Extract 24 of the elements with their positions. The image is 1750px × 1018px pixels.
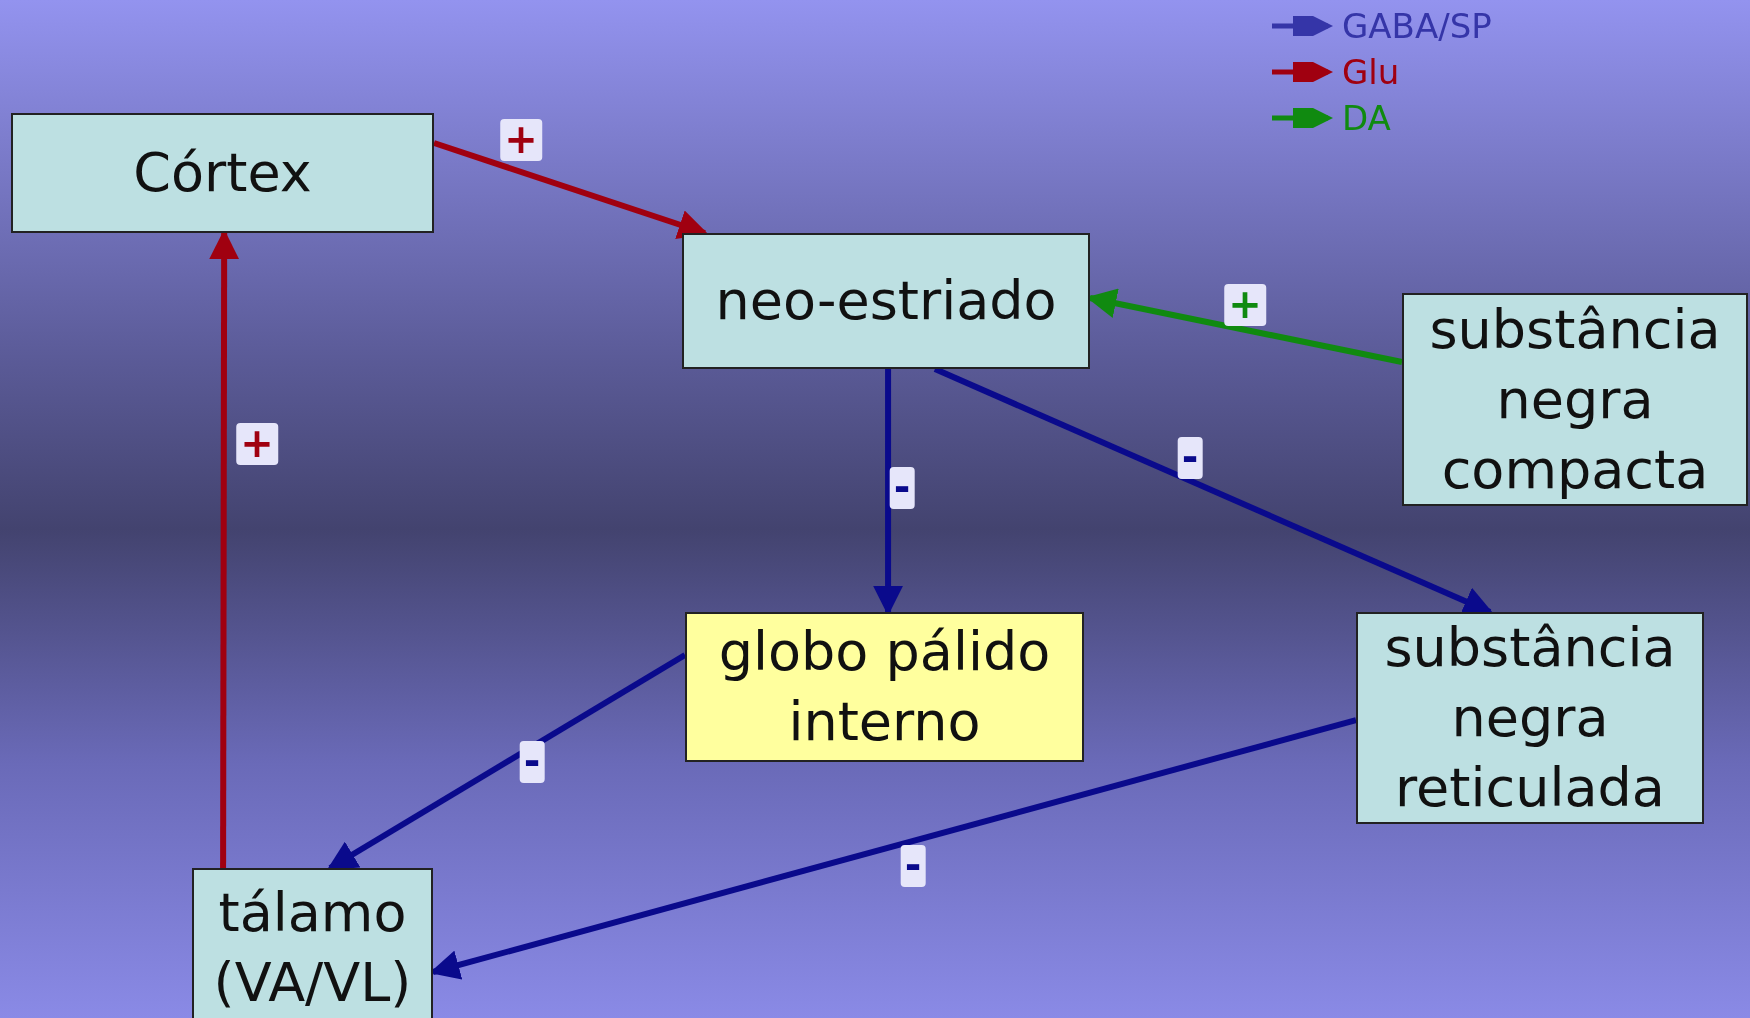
process-box [685, 612, 1084, 762]
node-label: Córtex [133, 140, 312, 206]
edge-label: + [1224, 284, 1266, 326]
edge-label: - [519, 741, 545, 783]
node-label: globo pálido interno [717, 619, 1052, 755]
legend-label: Glu [1342, 55, 1400, 89]
process-box [11, 113, 434, 233]
legend-label: DA [1342, 101, 1391, 135]
edge-label: + [500, 119, 542, 161]
edge-label: - [889, 467, 915, 509]
process-box [192, 868, 433, 1018]
node-label: neo-estriado [715, 268, 1057, 334]
edge-label: + [236, 423, 278, 465]
node-label: tálamo (VA/VL) [212, 880, 413, 1016]
process-box [1402, 293, 1748, 506]
arrow [326, 652, 687, 871]
legend-label: GABA/SP [1342, 9, 1492, 43]
process-box [1356, 612, 1704, 824]
edge-label: - [1177, 437, 1203, 479]
arrow [433, 140, 709, 239]
node-label: substância negra compacta [1428, 296, 1722, 503]
node-label: substância negra reticulada [1383, 615, 1677, 821]
process-box [682, 233, 1090, 369]
edge-label: - [900, 845, 926, 887]
